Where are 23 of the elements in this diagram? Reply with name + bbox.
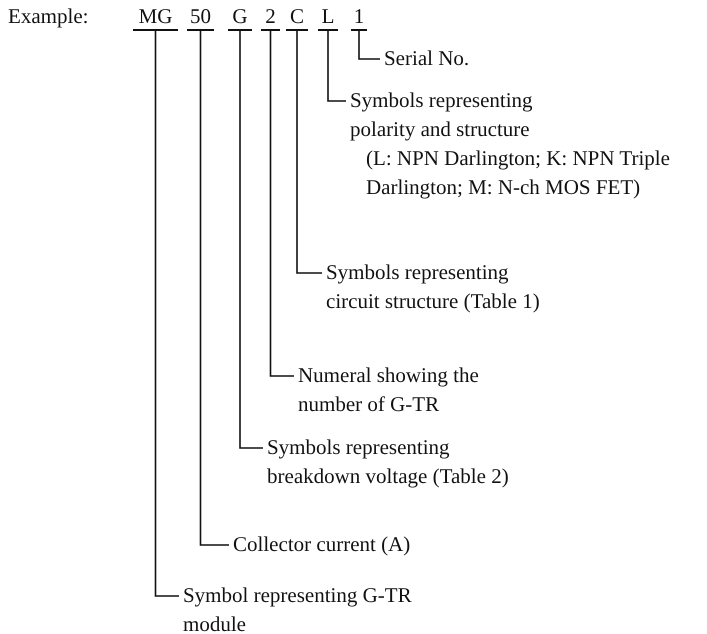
code-segment: C bbox=[286, 3, 308, 31]
description-text: Symbols representing circuit structure (Table 1) bbox=[326, 258, 566, 316]
leader-line bbox=[200, 31, 229, 546]
code-segment: L bbox=[318, 3, 338, 31]
leader-line bbox=[327, 31, 346, 102]
description-text: Numeral showing the number of G-TR bbox=[298, 361, 548, 419]
code-segment: 2 bbox=[261, 3, 280, 31]
example-label: Example: bbox=[8, 3, 88, 29]
code-segment: 50 bbox=[187, 3, 214, 31]
code-segment: MG bbox=[133, 3, 178, 31]
leader-line bbox=[239, 31, 263, 449]
description-text: Symbols representing polarity and structure bbox=[350, 87, 534, 143]
description-text: Symbol representing G-TR module bbox=[183, 581, 433, 634]
leader-line bbox=[296, 31, 322, 274]
leader-line bbox=[154, 31, 179, 597]
note-text: (L: NPN Darlington; K: NPN Triple Darlington; M: N-ch MOS FET) bbox=[366, 145, 671, 201]
description-text: Serial No. bbox=[384, 44, 684, 73]
code-segment: 1 bbox=[351, 3, 367, 31]
description-text: Collector current (A) bbox=[233, 530, 533, 559]
leader-line bbox=[358, 31, 380, 60]
code-segment: G bbox=[228, 3, 252, 31]
leader-line bbox=[270, 31, 294, 377]
description-text: Symbols representing breakdown voltage (Table 2) bbox=[267, 433, 527, 491]
